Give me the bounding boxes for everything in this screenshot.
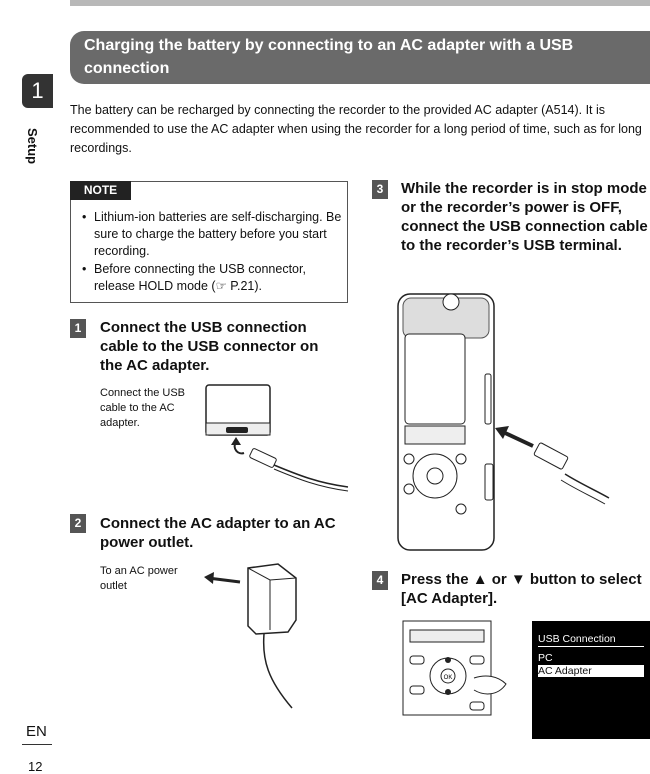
step-text: Connect the AC adapter to an AC power ou… — [100, 515, 336, 551]
page-number: 12 — [28, 759, 43, 774]
step-number: 2 — [70, 514, 86, 533]
ok-button-label: OK — [444, 675, 453, 681]
usb-to-adapter-illustration — [205, 384, 349, 492]
step-number: 4 — [372, 571, 388, 590]
chapter-tab: 1 — [22, 74, 53, 108]
step-option: AC Adapter — [406, 590, 488, 607]
section-header: Charging the battery by connecting to an… — [70, 31, 650, 100]
note-item: Before connecting the USB connector, rel… — [82, 261, 342, 295]
screen-option-pc[interactable]: PC — [538, 652, 553, 664]
step-bracket-close: ]. — [487, 590, 498, 607]
adapter-to-outlet-illustration — [204, 563, 297, 709]
device-screen: USB Connection PC AC Adapter — [532, 621, 650, 739]
step-number: 3 — [372, 180, 388, 199]
step-number: 1 — [70, 319, 86, 338]
note-item: Lithium-ion batteries are self-dischargi… — [82, 209, 342, 260]
recorder-usb-illustration — [397, 293, 610, 551]
footer-rule — [22, 744, 52, 745]
step-text: While the recorder is in stop mode or th… — [401, 180, 648, 254]
note-label: NOTE — [70, 181, 131, 200]
chapter-label: Setup — [25, 128, 40, 165]
step-caption: Connect the USB cable to the AC adapter. — [100, 387, 185, 429]
language-label: EN — [26, 723, 47, 740]
step-text-prefix: Press the ▲ or ▼ button to select — [401, 571, 642, 588]
recorder-buttons-illustration: OK — [402, 620, 507, 716]
screen-title: USB Connection — [538, 633, 644, 647]
section-title-line1: Charging the battery by connecting to an… — [84, 37, 574, 77]
note-box — [70, 181, 348, 303]
screen-option-ac-adapter[interactable]: AC Adapter — [538, 665, 644, 677]
top-rule — [70, 0, 650, 6]
step-caption: To an AC power outlet — [100, 565, 178, 592]
step-bracket-open: [ — [401, 590, 406, 607]
section-title-line2: (model A514) — [84, 83, 184, 100]
step-text: Press the ▲ or ▼ button to select [AC Ad… — [401, 570, 649, 608]
note-list: Lithium-ion batteries are self-dischargi… — [82, 209, 342, 296]
step-text: Connect the USB connection cable to the … — [100, 319, 319, 374]
intro-paragraph: The battery can be recharged by connecti… — [70, 103, 642, 155]
